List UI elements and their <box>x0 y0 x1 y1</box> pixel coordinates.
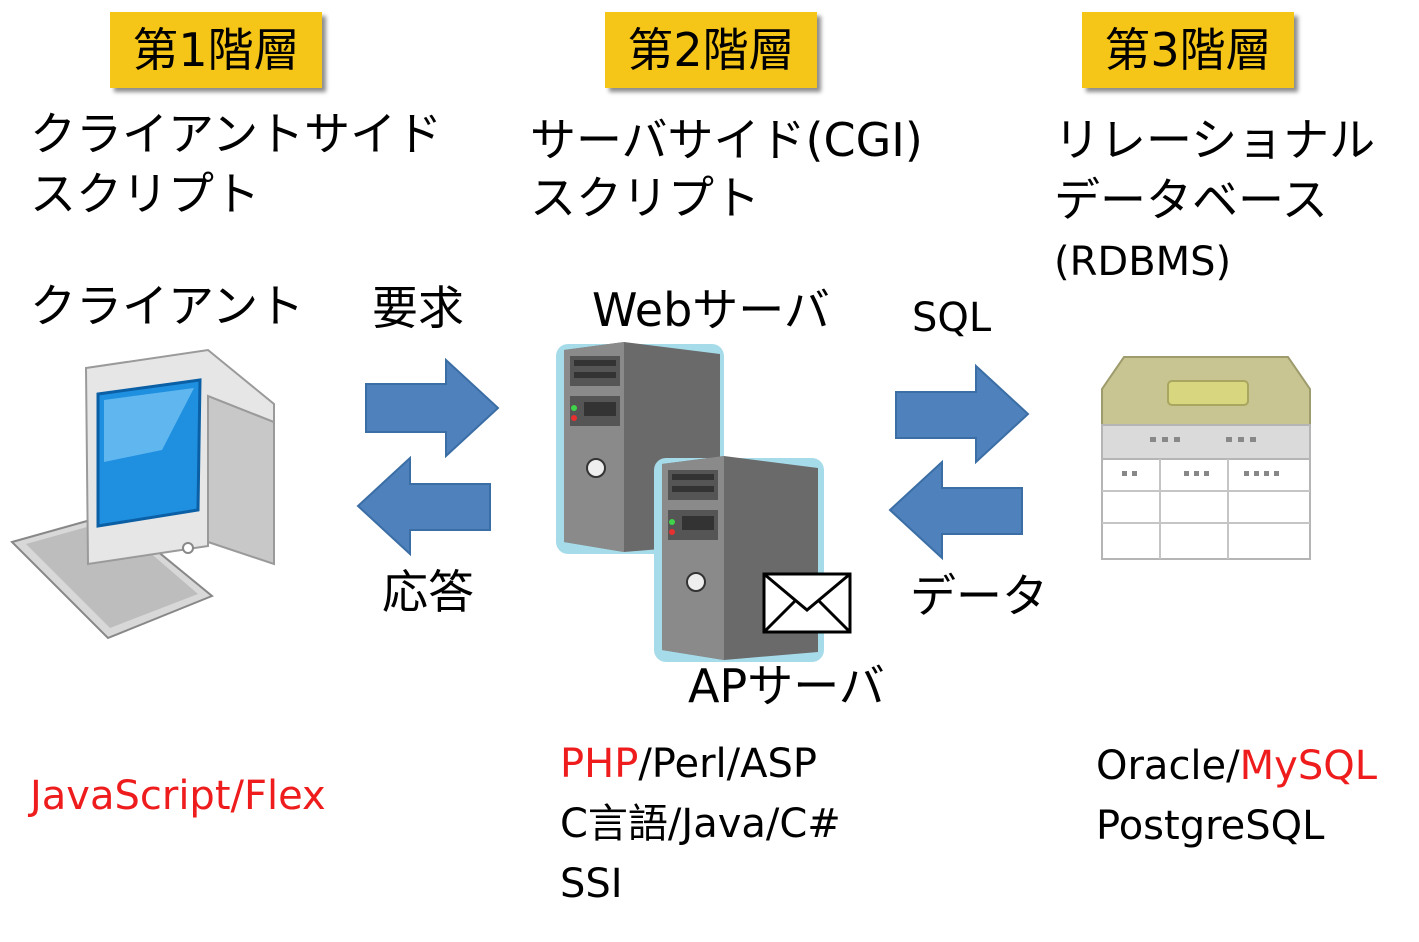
data-arrow <box>888 459 1023 561</box>
data-label: データ <box>910 569 1048 623</box>
tier1-header: 第1階層 <box>110 12 322 88</box>
ap-server-label: APサーバ <box>688 659 885 713</box>
tier3-header: 第3階層 <box>1082 12 1294 88</box>
mysql-text: MySQL <box>1239 743 1377 789</box>
rdb-label-line2: データベース <box>1054 173 1328 227</box>
web-server-label: Webサーバ <box>592 283 830 337</box>
rdb-label-line1: リレーショナル <box>1054 113 1376 167</box>
client-label: クライアント <box>30 279 305 333</box>
sql-arrow <box>895 363 1030 465</box>
sql-label: SQL <box>912 295 992 341</box>
tier2-header: 第2階層 <box>605 12 817 88</box>
server-tech-line3: SSI <box>560 861 623 907</box>
server-tech-line2: C言語/Java/C# <box>560 801 841 847</box>
client-tech-list: JavaScript/Flex <box>30 773 326 819</box>
server-tech-line1-rest: /Perl/ASP <box>638 741 818 787</box>
server-side-label-line1: サーバサイド(CGI) <box>530 113 923 167</box>
envelope-icon <box>762 572 852 634</box>
client-side-label-line1: クライアントサイド <box>30 107 443 161</box>
client-computer-icon <box>10 348 275 640</box>
request-arrow <box>365 357 500 459</box>
request-label: 要求 <box>372 281 464 335</box>
response-arrow <box>356 455 491 557</box>
rdb-label-line3: (RDBMS) <box>1054 239 1232 285</box>
db-tech-line1: Oracle/MySQL <box>1096 736 1377 796</box>
response-label: 応答 <box>382 565 474 619</box>
client-side-label-line2: スクリプト <box>30 167 260 221</box>
database-table-icon <box>1101 356 1311 560</box>
oracle-text: Oracle/ <box>1096 743 1240 789</box>
db-tech-line2: PostgreSQL <box>1096 803 1325 849</box>
php-text: PHP <box>560 741 639 787</box>
server-side-label-line2: スクリプト <box>530 171 760 225</box>
server-tech-line1: PHP/Perl/ASP <box>560 734 817 794</box>
